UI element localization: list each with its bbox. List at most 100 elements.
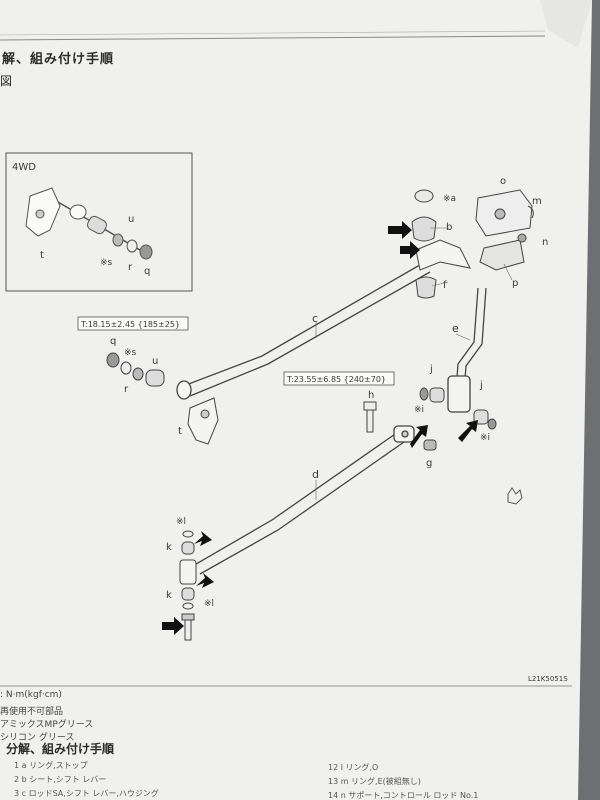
label-k2: k: [166, 590, 172, 601]
bracket-t-body: [187, 397, 219, 445]
leader-e: [455, 333, 471, 341]
bush-f: [415, 276, 437, 299]
ring-a: [414, 189, 434, 203]
label-u1: u: [152, 356, 158, 367]
lever-e-base: [447, 375, 471, 413]
lever-bushes: [419, 387, 497, 430]
inset-washer-r: [126, 239, 138, 253]
bolt-shank: [184, 619, 192, 641]
hand-icon: [507, 487, 523, 505]
rod-d-pivot: [179, 559, 197, 585]
label-q1: q: [110, 336, 116, 347]
ring-n: [517, 233, 527, 243]
bush-k1: [181, 541, 195, 555]
procedure-heading: 分解、組み付け手順: [6, 742, 115, 756]
label-p: p: [512, 278, 518, 289]
paper-corner: [540, 0, 592, 48]
arrow-bush-j1: [410, 425, 428, 448]
clip-m: [527, 205, 534, 219]
ring-i-bottom: [487, 418, 497, 430]
bracket-t-hole: [200, 409, 210, 419]
arrow-housing: [400, 241, 420, 259]
torque-box-1: [77, 316, 189, 331]
leader-f: [431, 281, 449, 287]
rod-c-upper-edge: [185, 261, 426, 386]
torque-1: T:18.15±2.45 {185±25}: [80, 320, 180, 329]
label-u2: u: [128, 214, 134, 225]
label-r2: r: [128, 262, 133, 273]
bolt-h-head: [363, 401, 377, 411]
step-left-1: 1 a リング,ストップ: [14, 761, 88, 770]
arrows: [162, 221, 478, 635]
support-hole: [494, 208, 506, 220]
nut-g: [423, 439, 437, 451]
leader-lines: [315, 227, 513, 500]
label-s2: ※s: [100, 258, 113, 268]
rod-d: [195, 425, 415, 575]
section-subheading: 図: [0, 74, 13, 88]
bottom-stack: [179, 530, 197, 641]
step-right-3: 14 n サポート,コントロール ロッド No.1: [328, 791, 479, 800]
washer-s: [132, 367, 144, 381]
rod-c-lower-edge: [189, 271, 431, 397]
left-fasteners: [106, 352, 165, 387]
label-g: g: [426, 458, 432, 469]
legend-torque-unit: : N·m(kgf·cm): [0, 690, 62, 700]
arrow-bush-k2: [196, 573, 214, 588]
leader-p: [503, 263, 513, 281]
legend-mp-grease: アミックスMPグリース: [0, 720, 94, 730]
step-right-2: 13 m リング,E(被組無し): [328, 777, 421, 786]
inset-box: [5, 152, 193, 292]
ring-l1: [182, 530, 194, 538]
torque-box-2: [283, 371, 395, 386]
label-r1: r: [124, 384, 129, 395]
inset-shaft-end: [69, 204, 87, 220]
label-e: e: [452, 322, 459, 335]
rod-d-hole: [401, 430, 409, 438]
label-k1: k: [166, 542, 172, 553]
bracket-t: [187, 397, 219, 445]
nut-q: [106, 352, 120, 368]
label-h: h: [368, 390, 374, 401]
label-i-left: ※i: [414, 405, 424, 415]
bush-j1: [429, 387, 445, 403]
label-q2: q: [144, 266, 150, 277]
bush-k2: [181, 587, 195, 601]
label-t2: t: [40, 250, 44, 261]
inset-washer-s: [112, 233, 124, 247]
inset-title: 4WD: [12, 162, 36, 173]
arrow-bolt: [162, 617, 184, 635]
label-i-bottom: ※i: [480, 433, 490, 443]
label-o: o: [500, 176, 506, 187]
lever-housing: [411, 189, 534, 299]
label-b: b: [446, 222, 452, 233]
rod-c-end: [176, 380, 192, 400]
label-a: ※a: [443, 194, 456, 204]
label-c: c: [312, 312, 318, 325]
arrow-bush-j2: [458, 420, 478, 442]
inset-bolt-hole: [35, 209, 45, 219]
rod-d-upper-edge: [195, 431, 399, 565]
label-l1: ※l: [176, 517, 186, 527]
rod-d-lower-edge: [199, 441, 405, 575]
lever-e: [447, 287, 487, 413]
label-f: f: [443, 280, 447, 291]
section-heading: 解、組み付け手順: [2, 52, 115, 67]
step-right-1: 12 l リング,O: [328, 763, 379, 772]
inset-parts: [25, 187, 153, 260]
label-n: n: [542, 237, 548, 248]
bolt-h-shank: [366, 409, 374, 433]
washer-r: [120, 361, 132, 375]
torque-2: T:23.55±6.85 {240±70}: [286, 375, 386, 384]
label-j1: j: [429, 364, 433, 375]
inset-nut-q: [139, 244, 153, 260]
bracket-p: [479, 239, 525, 271]
arrow-bush-k1: [194, 531, 212, 546]
legend-non-reusable: 再使用不可部品: [0, 707, 64, 717]
bush-u: [145, 369, 165, 387]
bolt-h: [363, 401, 377, 433]
label-t1: t: [178, 426, 182, 437]
